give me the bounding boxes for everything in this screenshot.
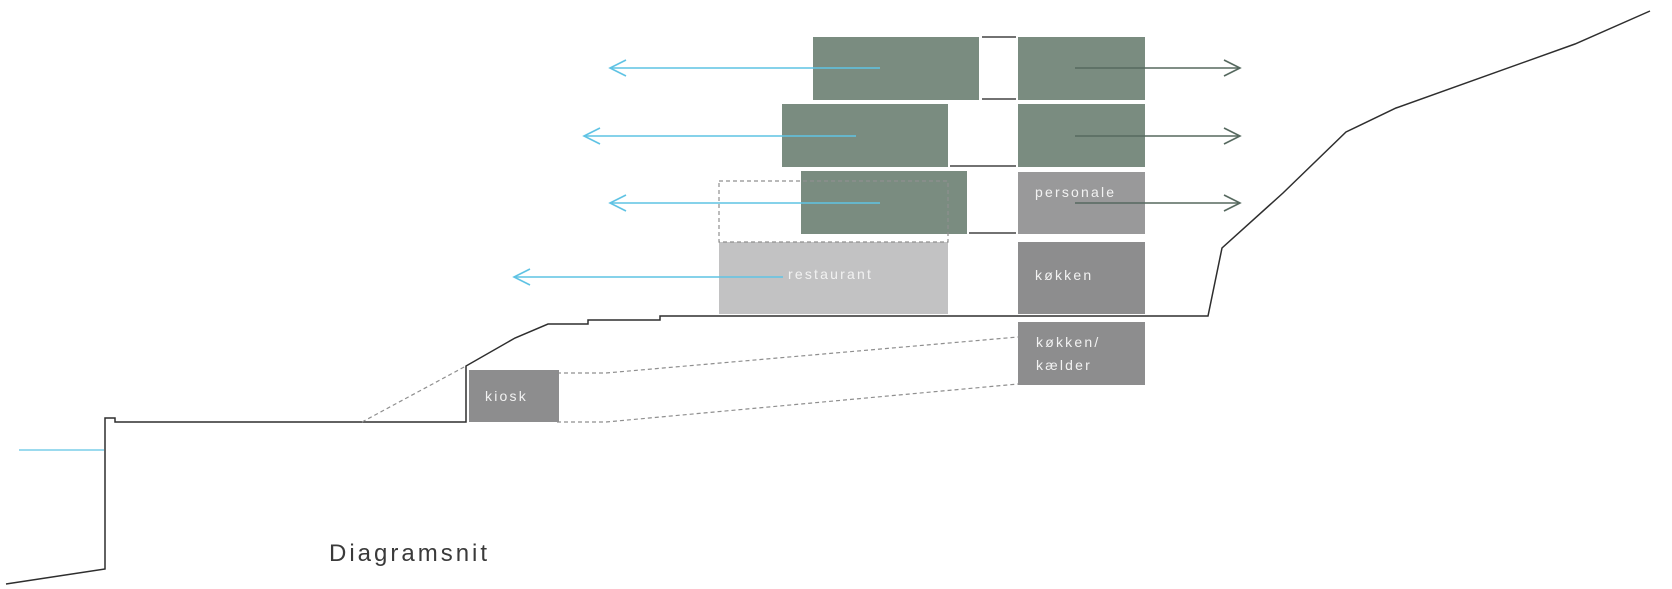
view-arrows bbox=[512, 59, 880, 286]
hill-arrow-3 bbox=[1075, 194, 1242, 212]
kitchen-label: køkken bbox=[1035, 267, 1093, 283]
dashed-tunnel-bottom-slope bbox=[605, 383, 1019, 423]
dashed-tunnel-top-slope bbox=[605, 336, 1019, 374]
kitchen-block bbox=[1018, 242, 1145, 314]
dashed-roof-outline bbox=[718, 180, 949, 243]
kitchen-cellar-label-line2: kælder bbox=[1036, 357, 1092, 373]
kitchen-cellar-label-line1: køkken/ bbox=[1036, 334, 1100, 350]
kitchen-cellar-block bbox=[1018, 322, 1145, 385]
kiosk-block bbox=[469, 370, 559, 422]
view-arrow-2 bbox=[582, 127, 856, 145]
view-arrow-1 bbox=[608, 59, 880, 77]
staff-label: personale bbox=[1035, 184, 1116, 200]
restaurant-block bbox=[719, 242, 948, 314]
hill-arrows bbox=[1075, 59, 1242, 212]
hill-arrow-2 bbox=[1075, 127, 1242, 145]
kiosk-label: kiosk bbox=[485, 388, 528, 404]
hill-arrow-1 bbox=[1075, 59, 1242, 77]
restaurant-label: restaurant bbox=[788, 266, 873, 282]
terrain-profile bbox=[5, 10, 1651, 585]
view-arrow-3 bbox=[608, 194, 880, 212]
diagram-caption: Diagramsnit bbox=[329, 540, 490, 567]
dashed-slope-line bbox=[361, 365, 467, 423]
view-arrow-4 bbox=[512, 268, 783, 286]
